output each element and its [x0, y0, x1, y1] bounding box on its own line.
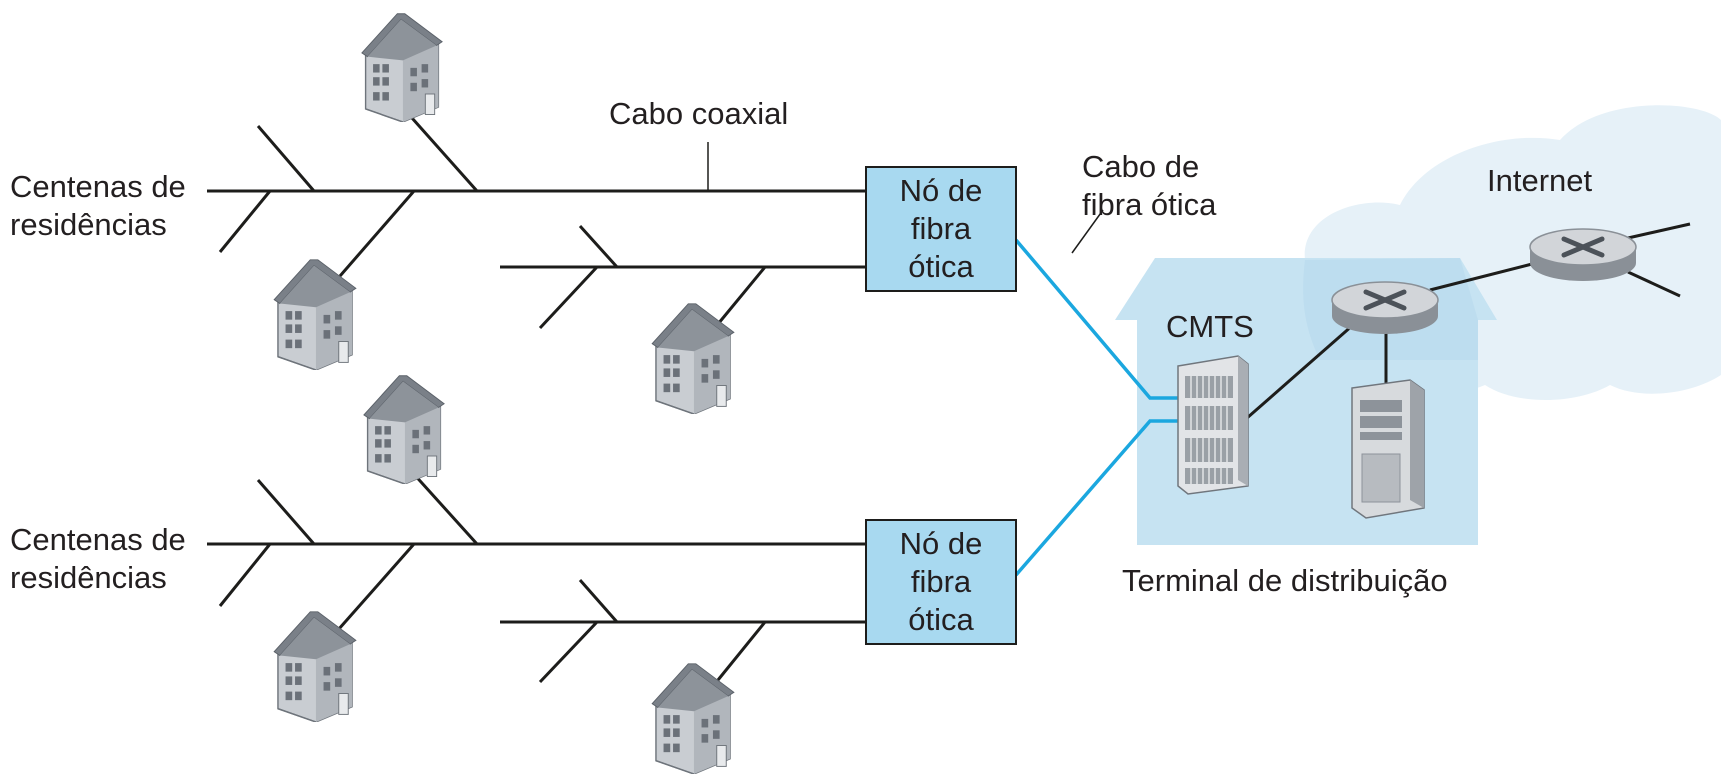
house-icon — [273, 611, 357, 722]
fiber-links — [1014, 238, 1183, 577]
residences-label-2: Centenas de residências — [10, 522, 186, 595]
headend-router-icon — [1332, 282, 1438, 334]
house-icon — [651, 663, 735, 774]
fiber-node-1: Nó de fibra ótica — [865, 166, 1017, 292]
cmts-label: CMTS — [1166, 309, 1254, 344]
coax-tree-2 — [207, 470, 865, 684]
house-icon — [361, 12, 443, 122]
internet-label: Internet — [1487, 163, 1593, 198]
fiber-cable-label: Cabo de fibra ótica — [1082, 149, 1217, 222]
headend-label: Terminal de distribuição — [1122, 563, 1448, 598]
residences-label-1: Centenas de residências — [10, 169, 186, 242]
fiber-node-2: Nó de fibra ótica — [865, 519, 1017, 645]
coax-cable-label: Cabo coaxial — [609, 96, 789, 131]
fiber-callout-line — [1071, 209, 1104, 254]
house-icon — [363, 374, 445, 484]
cmts-icon — [1177, 355, 1249, 495]
server-icon — [1351, 379, 1425, 519]
internet-router-icon — [1530, 229, 1636, 281]
house-icon — [273, 259, 357, 370]
coax-tree-1 — [207, 117, 865, 330]
